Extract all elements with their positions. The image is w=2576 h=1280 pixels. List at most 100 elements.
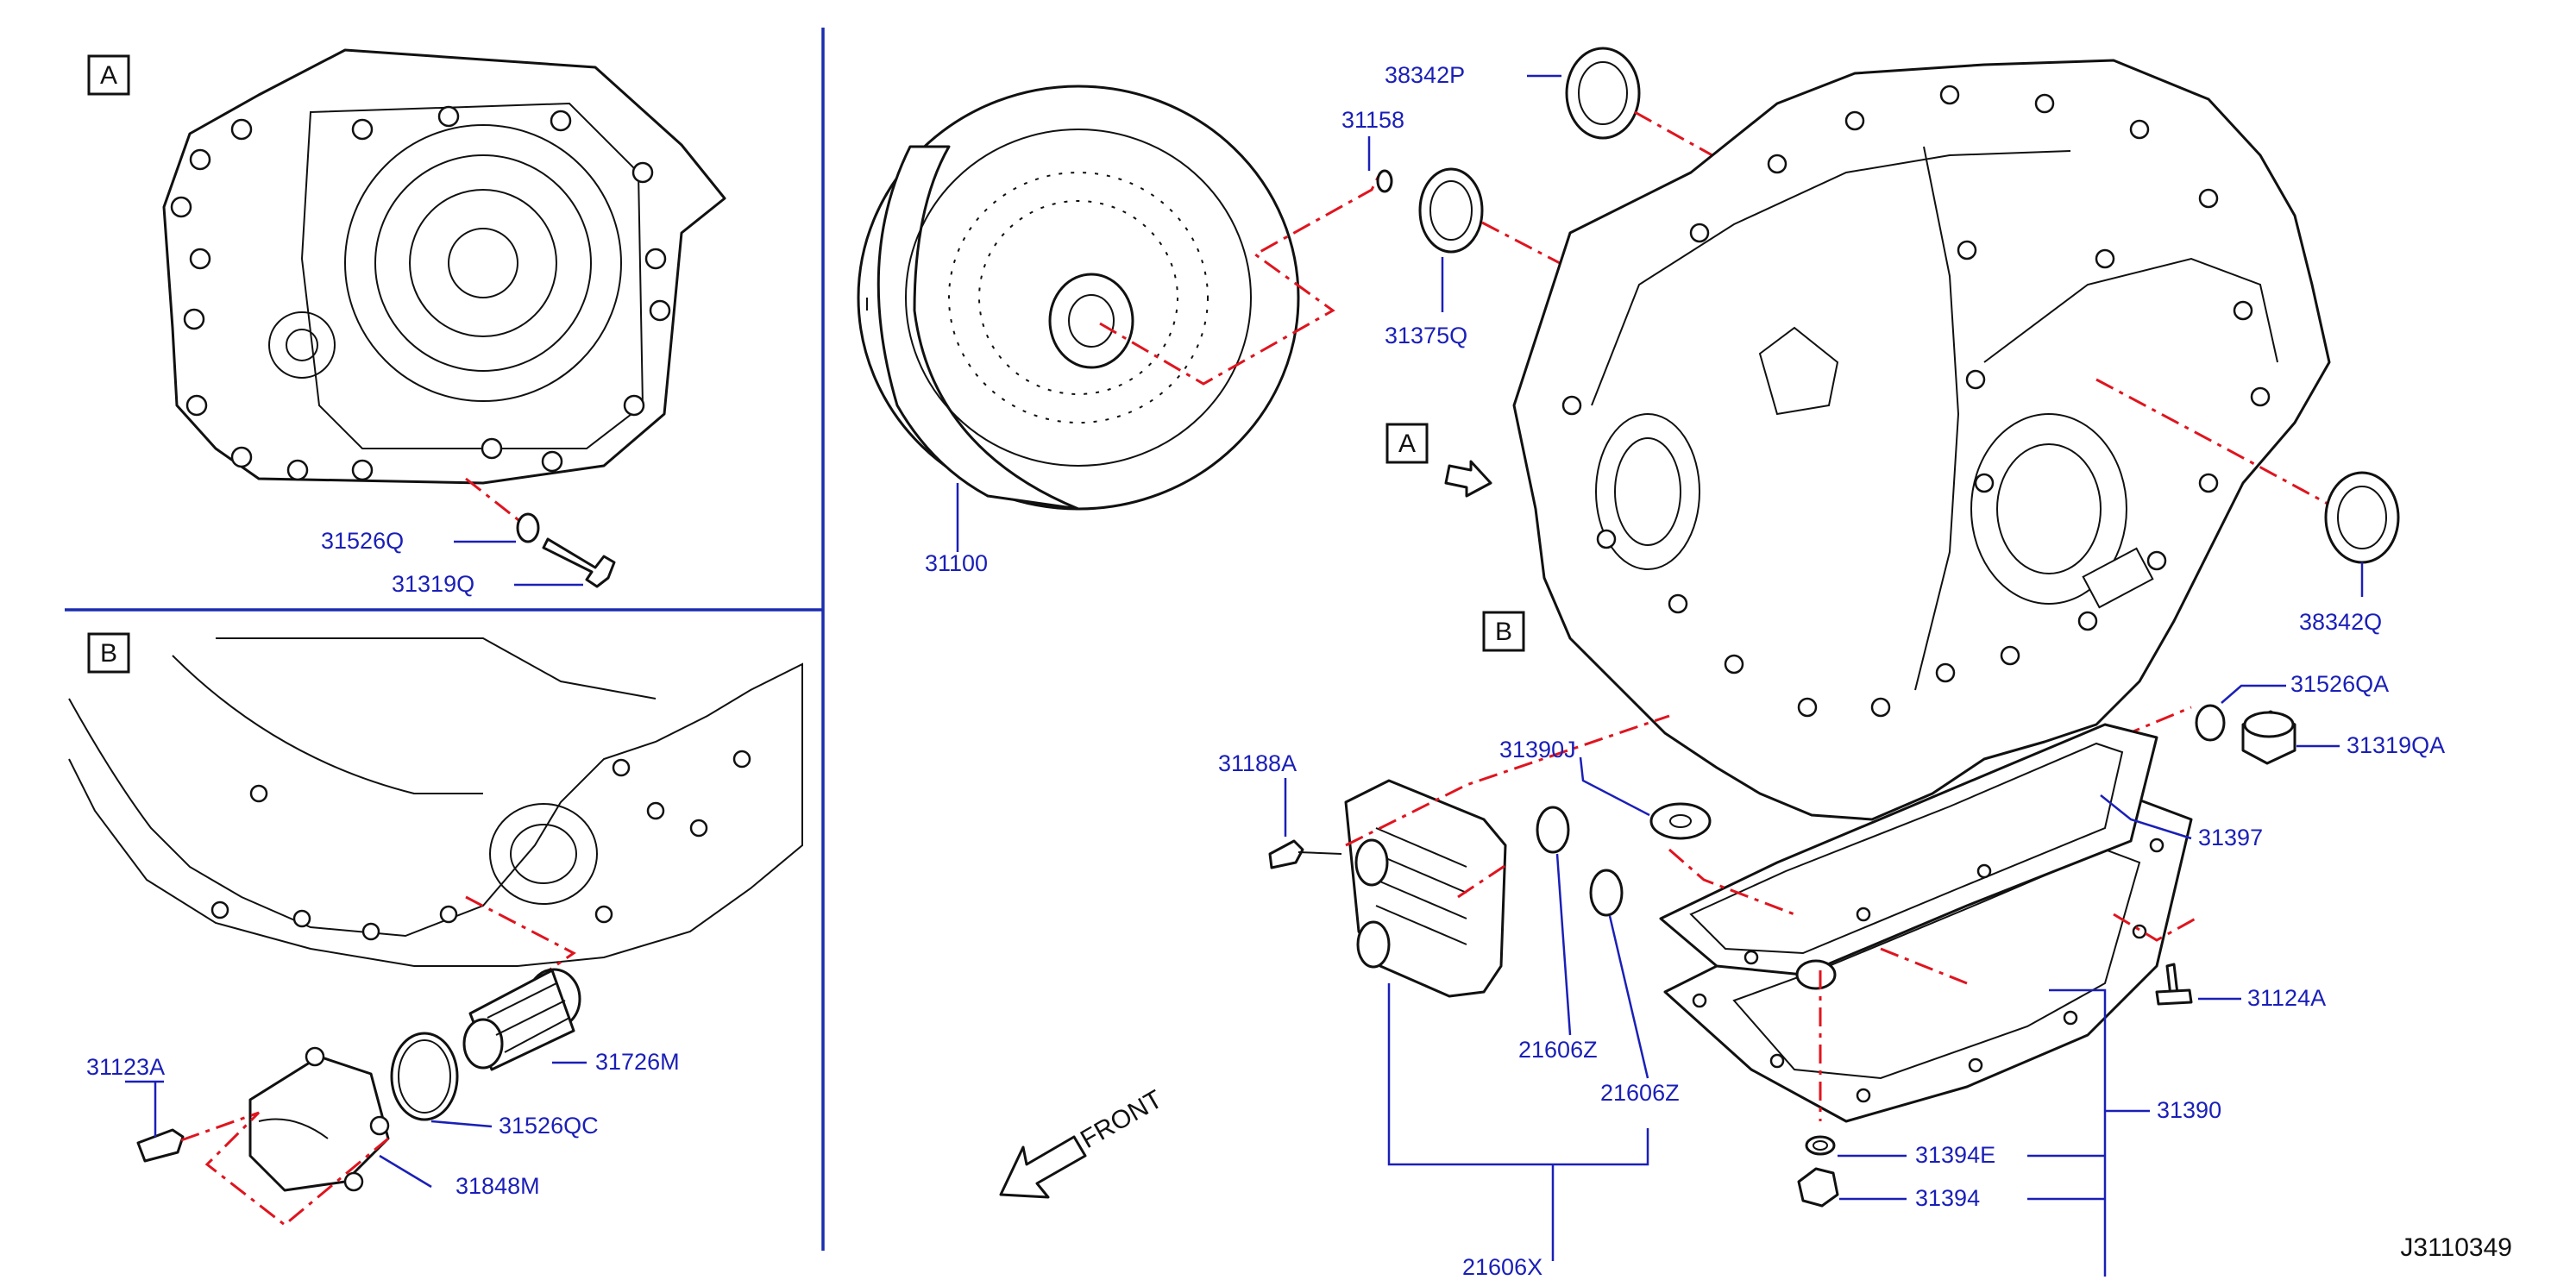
guide-pan [1668,848,2196,1121]
callout-38342P[interactable]: 38342P [1385,62,1465,88]
section-a-label: A [100,61,117,90]
section-a-box [87,54,130,96]
diagram-code: J3110349 [2400,1233,2512,1262]
oring-31526qc-icon [390,1032,459,1121]
housing-ring-2 [374,154,592,372]
callout-31526QC[interactable]: 31526QC [499,1113,599,1139]
callout-31394[interactable]: 31394 [1915,1185,1980,1211]
cover-31848m-icon [248,1046,390,1192]
view-a-arrow-icon [1444,460,1492,498]
oring-21606z-b-icon: 21606Z [1589,869,1680,1106]
torque-converter-31100: 31100 [857,85,1382,576]
callout-31526QA[interactable]: 31526QA [2290,671,2389,697]
bellhousing-outline [162,48,726,485]
callout-31397[interactable]: 31397 [2198,825,2263,850]
bolt-31123a-icon [136,1128,185,1163]
converter-hub [1048,273,1134,369]
section-b-box [87,632,130,674]
callout-31526Q[interactable]: 31526Q [321,528,404,554]
callout-31390J[interactable]: 31390J [1499,737,1576,762]
transaxle-case [1512,59,2331,821]
oil-cooler: 21606X [1344,714,1670,1280]
case-tag [2082,547,2154,609]
washer-31390j-icon: 31390J [1499,737,1712,840]
guide-31526q [465,477,527,528]
callout-31375Q[interactable]: 31375Q [1385,323,1467,348]
seal-38342q-icon: 38342Q [2299,471,2400,635]
leader-drain [2027,1154,2105,1201]
case-bolts [1561,85,2271,718]
callout-38342Q[interactable]: 38342Q [2299,609,2382,635]
bolt-31188a-icon: 31188A [1218,750,1342,869]
bolt-31124a-icon: 31124A [2155,963,2326,1011]
main-a-label: A [1398,430,1416,458]
callout-31124A[interactable]: 31124A [2247,985,2326,1011]
case-boss [1758,326,1839,416]
converter-side [876,145,1080,511]
callout-21606X[interactable]: 21606X [1462,1254,1542,1280]
filter-port-inner [510,824,577,884]
case-port-left [1595,413,1700,570]
housing-ring-outer [344,124,622,402]
guide-cooler [1345,714,1670,899]
plug-31319q-icon [542,537,616,588]
callout-31319QA[interactable]: 31319QA [2347,732,2445,758]
oil-pan-31390: 31390 31397 [1659,723,2263,1277]
front-arrow-icon [999,1135,1087,1199]
case-ridge-3 [1983,257,2278,363]
callout-31726M[interactable]: 31726M [595,1049,680,1075]
callout-31188A[interactable]: 31188A [1218,750,1297,776]
section-a-view: A 31526Q 31319Q [87,48,726,597]
case-ridge-1 [1591,150,2071,406]
seal-38342p-icon: 38342P [1385,47,1641,140]
callout-31100[interactable]: 31100 [925,550,988,576]
callout-31319Q[interactable]: 31319Q [392,571,474,597]
main-view-a-marker: A [1385,423,1492,498]
callout-21606Z-a[interactable]: 21606Z [1518,1037,1598,1063]
filter-31726m-icon [462,968,581,1071]
plug-31394-icon: 31394 [1797,1167,1980,1211]
housing-ring-3 [409,189,557,337]
cooler-port-top [1354,838,1389,887]
bolt-holes-b [210,750,751,941]
callout-31848M[interactable]: 31848M [456,1173,540,1199]
side-boss-hole [286,329,318,361]
callout-21606Z-b[interactable]: 21606Z [1600,1080,1680,1106]
callout-31158[interactable]: 31158 [1341,107,1404,133]
front-label: FRONT [1076,1085,1167,1154]
seal-31375q-icon: 31375Q [1385,167,1484,348]
guide-31123a [180,1111,389,1227]
guide-31375q [1481,221,1718,347]
section-b-label: B [100,639,117,668]
pan-inner [1732,848,2141,1080]
case-outline [1512,59,2331,821]
pan-gasket-31397 [1659,723,2158,976]
seal-31158-icon: 31158 [1341,107,1404,193]
filter-port [489,803,598,905]
front-indicator: FRONT [999,1085,1167,1199]
callout-31390[interactable]: 31390 [2157,1097,2221,1123]
main-b-label: B [1495,618,1512,646]
guide-31100 [1099,172,1382,386]
case-ridge-2 [1914,146,1960,691]
oring-21606z-a-icon: 21606Z [1518,806,1598,1063]
case-port-right [1970,413,2127,605]
housing-b-lower [68,662,803,967]
callout-31123A[interactable]: 31123A [86,1054,165,1080]
cooler-fins [1375,827,1467,945]
callout-31394E[interactable]: 31394E [1915,1142,1995,1168]
housing-b-curve [172,655,483,794]
main-view-b-marker: B [1482,611,1525,652]
washer-31394e-icon: 31394E [1805,1135,1995,1168]
bolt-holes-a [170,105,671,481]
washer-31526qa-icon: 31526QA [2195,671,2389,742]
section-b-view: B [68,632,803,1227]
housing-ring-inner [448,228,518,298]
side-boss [268,311,336,379]
cooler-port-bottom [1356,920,1391,969]
bellhousing-inner [300,102,644,449]
guide-38342q [2095,378,2330,506]
pan-magnet [1795,959,1837,990]
